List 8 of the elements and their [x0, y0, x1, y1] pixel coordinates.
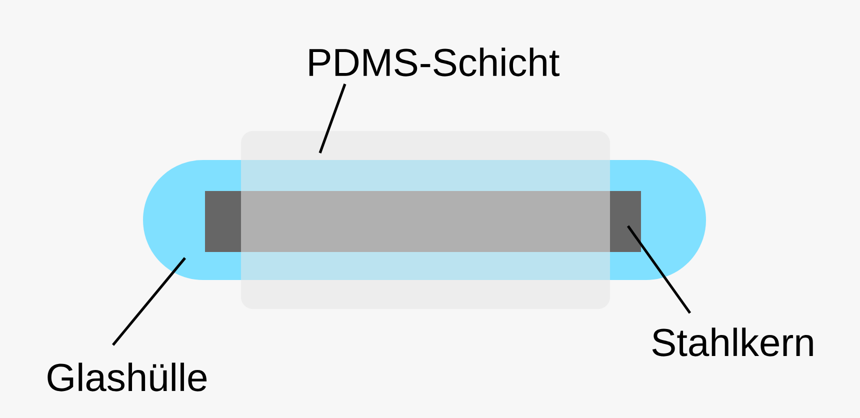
pdms-layer: [241, 131, 610, 309]
leader-line: [626, 225, 692, 314]
part-label: Glashülle: [48, 362, 207, 392]
steel-core: [205, 191, 641, 252]
leader-line: [318, 84, 346, 154]
part-label: Stahlkern: [652, 328, 813, 356]
leader-line: [112, 257, 186, 346]
part-label: PDMS-Schicht: [309, 48, 560, 76]
